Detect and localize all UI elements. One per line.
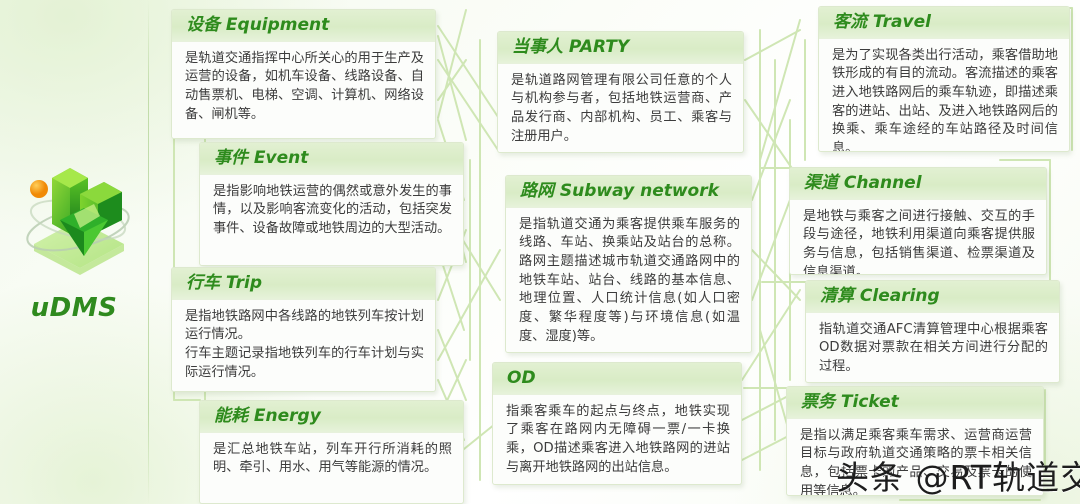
- card-clearing-body: 指轨道交通AFC清算管理中心根据乘客OD数据对票款在相关方间进行分配的过程。: [819, 321, 1048, 375]
- card-event-body: 是指影响地铁运营的偶然或意外发生的事情，以及影响客流变化的活动，包括突发事件、设…: [213, 183, 452, 237]
- card-ticket-title: 票务 Ticket: [787, 387, 1043, 419]
- card-od[interactable]: OD 指乘客乘车的起点与终点，地铁实现了乘客在路网内无障碍一票/一卡换乘，OD描…: [492, 362, 742, 485]
- card-party[interactable]: 当事人 PARTY 是轨道路网管理有限公司任意的个人与机构参与者，包括地铁运营商…: [497, 31, 744, 153]
- card-trip-title: 行车 Trip: [172, 268, 435, 300]
- card-trip-body: 是指地铁路网中各线路的地铁列车按计划运行情况。 行车主题记录指地铁列车的行车计划…: [172, 300, 435, 391]
- card-travel-title: 客流 Travel: [819, 7, 1069, 39]
- card-clearing[interactable]: 清算 Clearing 指轨道交通AFC清算管理中心根据乘客OD数据对票款在相关…: [805, 280, 1060, 383]
- brand-panel: uDMS: [0, 0, 148, 504]
- card-channel-body: 是地铁与乘客之间进行接触、交互的手段与途径，地铁利用渠道向乘客提供服务与信息，包…: [803, 208, 1035, 275]
- card-party-body: 是轨道路网管理有限公司任意的个人与机构参与者，包括地铁运营商、产品发行商、内部机…: [511, 72, 732, 144]
- card-event-title: 事件 Event: [200, 143, 463, 175]
- card-trip-body-line2: 行车主题记录指地铁列车的行车计划与实际运行情况。: [185, 346, 424, 380]
- card-equipment-body: 是轨道交通指挥中心所关心的用于生产及运营的设备，如机车设备、线路设备、自动售票机…: [185, 50, 424, 122]
- card-party-title: 当事人 PARTY: [498, 32, 743, 64]
- card-clearing-title: 清算 Clearing: [806, 281, 1059, 313]
- card-travel-body: 是为了实现各类出行活动，乘客借助地铁形成的有目的流动。客流描述的乘客进入地铁路网…: [832, 47, 1058, 152]
- watermark: 头条 @RT轨道交通: [836, 458, 1080, 497]
- card-energy[interactable]: 能耗 Energy 是汇总地铁车站，列车开行所消耗的照明、牵引、用水、用气等能源…: [199, 400, 464, 504]
- card-energy-body: 是汇总地铁车站，列车开行所消耗的照明、牵引、用水、用气等能源的情况。: [213, 441, 452, 476]
- card-travel[interactable]: 客流 Travel 是为了实现各类出行活动，乘客借助地铁形成的有目的流动。客流描…: [818, 6, 1070, 152]
- card-trip[interactable]: 行车 Trip 是指地铁路网中各线路的地铁列车按计划运行情况。 行车主题记录指地…: [171, 267, 436, 392]
- card-trip-body-line1: 是指地铁路网中各线路的地铁列车按计划运行情况。: [185, 308, 424, 343]
- card-channel-title: 渠道 Channel: [790, 168, 1046, 200]
- card-equipment[interactable]: 设备 Equipment 是轨道交通指挥中心所关心的用于生产及运营的设备，如机车…: [171, 9, 436, 139]
- card-od-body: 指乘客乘车的起点与终点，地铁实现了乘客在路网内无障碍一票/一卡换乘，OD描述乘客…: [506, 403, 730, 475]
- card-energy-title: 能耗 Energy: [200, 401, 463, 433]
- card-ticket-body: 是指以满足乘客乘车需求、运营商运营目标与政府轨道交通策略的票卡相关信息，包括票卡…: [800, 427, 1032, 496]
- card-equipment-title: 设备 Equipment: [172, 10, 435, 42]
- card-event[interactable]: 事件 Event 是指影响地铁运营的偶然或意外发生的事情，以及影响客流变化的活动…: [199, 142, 464, 266]
- left-panel-divider: [148, 0, 149, 504]
- card-subway-network-title: 路网 Subway network: [506, 176, 751, 208]
- brand-name: uDMS: [30, 293, 118, 323]
- card-subway-network-body: 是指轨道交通为乘客提供乘车服务的线路、车站、换乘站及站台的总称。路网主题描述城市…: [519, 216, 740, 344]
- cube-arrow-orbit-logo-icon: [26, 168, 130, 275]
- card-ticket[interactable]: 票务 Ticket 是指以满足乘客乘车需求、运营商运营目标与政府轨道交通策略的票…: [786, 386, 1044, 496]
- card-od-title: OD: [493, 363, 741, 395]
- card-subway-network[interactable]: 路网 Subway network 是指轨道交通为乘客提供乘车服务的线路、车站、…: [505, 175, 752, 353]
- card-channel[interactable]: 渠道 Channel 是地铁与乘客之间进行接触、交互的手段与途径，地铁利用渠道向…: [789, 167, 1047, 275]
